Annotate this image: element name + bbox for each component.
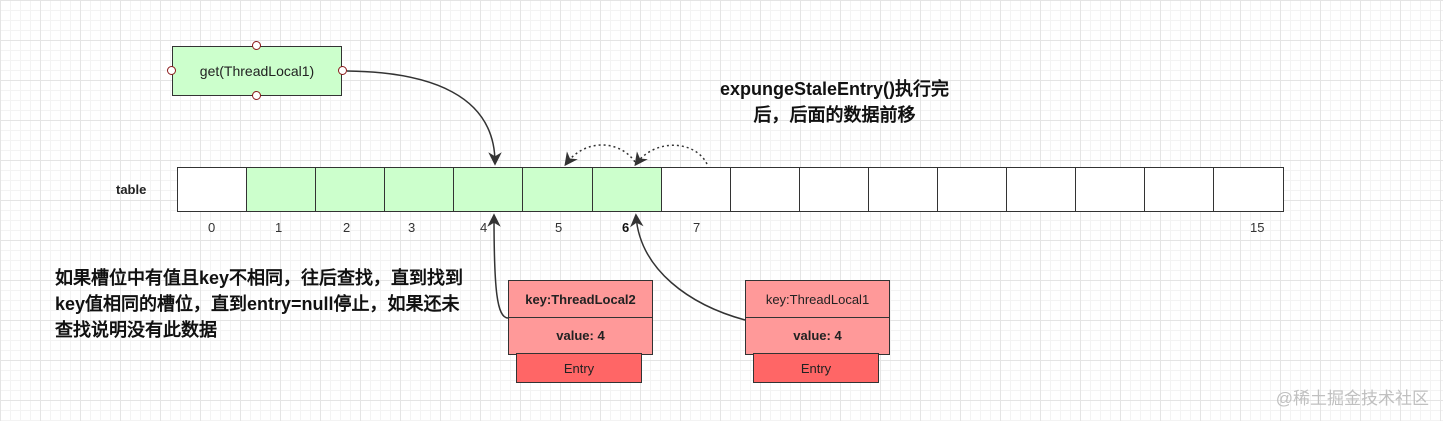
get-threadlocal-node[interactable]: get(ThreadLocal1)	[172, 46, 342, 96]
table-cell-5[interactable]	[522, 167, 594, 212]
index-label: 3	[408, 220, 416, 235]
lookup-note: 如果槽位中有值且key不相同，往后查找，直到找到key值相同的槽位，直到entr…	[55, 268, 464, 340]
entry-value: value: 4	[508, 316, 653, 355]
shift-arrow-6-to-5	[564, 144, 636, 167]
get-node-label: get(ThreadLocal1)	[199, 63, 315, 79]
table-label: table	[116, 182, 147, 197]
entry-value: value: 4	[745, 316, 890, 355]
connector-handle-left[interactable]	[167, 66, 176, 75]
entry-threadlocal2[interactable]: key:ThreadLocal2 value: 4 Entry	[508, 280, 653, 383]
table-cell-10[interactable]	[867, 167, 939, 212]
table-cell-9[interactable]	[798, 167, 870, 212]
table-cell-8[interactable]	[729, 167, 801, 212]
connector-handle-bottom[interactable]	[252, 91, 261, 100]
index-label: 6	[622, 220, 630, 235]
table-cell-12[interactable]	[1006, 167, 1077, 212]
table-cell-4[interactable]	[453, 167, 524, 212]
table-cell-7[interactable]	[660, 167, 732, 212]
index-label: 7	[693, 220, 701, 235]
table-cell-3[interactable]	[384, 167, 455, 212]
table-cell-1[interactable]	[246, 167, 317, 212]
table-cell-11[interactable]	[937, 167, 1008, 212]
table-cell-15[interactable]	[1213, 167, 1284, 212]
table-cell-2[interactable]	[315, 167, 386, 212]
expunge-note-line1: expungeStaleEntry()执行完	[720, 79, 950, 99]
get-to-cell4-arrow	[346, 70, 502, 166]
expunge-note-line2: 后，后面的数据前移	[753, 105, 916, 125]
connector-handle-right[interactable]	[338, 66, 347, 75]
entry-key: key:ThreadLocal2	[508, 280, 653, 318]
hash-table-row	[177, 167, 1284, 212]
watermark: @稀土掘金技术社区	[1275, 389, 1429, 408]
index-label: 4	[480, 220, 488, 235]
index-label: 5	[555, 220, 563, 235]
expunge-note: expungeStaleEntry()执行完 后，后面的数据前移	[720, 76, 949, 128]
entry-key: key:ThreadLocal1	[745, 280, 890, 318]
index-label: 0	[208, 220, 216, 235]
table-cell-6[interactable]	[591, 167, 663, 212]
shift-arrow-7-to-6	[634, 144, 708, 167]
table-cell-13[interactable]	[1075, 167, 1146, 212]
index-label: 2	[343, 220, 351, 235]
entry-footer: Entry	[516, 353, 642, 383]
entry-threadlocal1[interactable]: key:ThreadLocal1 value: 4 Entry	[745, 280, 890, 383]
connector-handle-top[interactable]	[252, 41, 261, 50]
index-label: 15	[1250, 220, 1265, 235]
table-cell-0[interactable]	[177, 167, 248, 212]
entry2-to-cell4-arrow	[487, 213, 509, 319]
index-label: 1	[275, 220, 283, 235]
table-cell-14[interactable]	[1144, 167, 1215, 212]
entry-footer: Entry	[753, 353, 879, 383]
